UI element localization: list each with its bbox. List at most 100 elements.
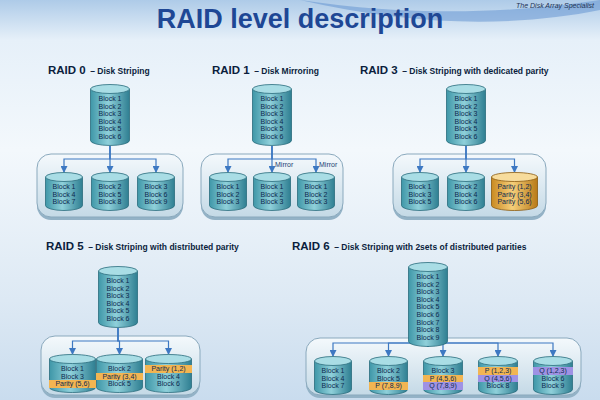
block-label: Parity (1,2) [145,365,192,373]
text-stack: Block 2Block 5P (7,8,9) [369,356,408,390]
block-label: Block 5 [401,198,439,206]
text-stack: Block 1Block 2Block 3Block 4Block 5Block… [98,266,138,323]
block-label: P (4,5,6) [423,375,463,383]
disk-cylinder: Block 1Block 2Block 3 [297,172,335,211]
block-label: Block 9 [533,382,573,390]
source-volume: Block 1Block 2Block 3Block 4Block 5Block… [446,84,486,146]
disk-cylinder: Q (1,2,3)Block 6Block 9 [533,356,573,395]
cylinder-body [99,271,138,327]
flow-connector [272,146,316,172]
block-label: Block 1 [253,183,291,191]
block-label: Block 2 [447,183,485,191]
block-label: Block 7 [408,319,448,327]
disk-cylinder: Block 2Block 5Block 8 [91,172,129,211]
text-stack: Block 1Block 2Block 3Block 4Block 5Block… [90,84,130,141]
raid-description: – Disk Striping with distributed parity [88,242,239,252]
cylinder-body [402,177,439,211]
cylinder-top [447,85,486,94]
raid-level: RAID 3 [360,64,398,76]
block-label: Block 3 [401,191,439,199]
raid-level: RAID 6 [292,240,330,252]
block-label: Block 4 [446,118,486,126]
block-label: Block 2 [96,365,143,373]
block-label: Block 2 [253,191,291,199]
cylinder-body [370,361,408,394]
block-label: Q (4,5,6) [478,375,518,383]
disk-cylinder: Block 1Block 4Block 7 [314,356,352,395]
text-stack: Block 1Block 2Block 3 [253,172,291,206]
flow-connector [466,146,515,172]
disk-cylinder: P (1,2,3)Q (4,5,6)Block 8 [478,356,518,395]
cylinder-body [254,177,291,211]
block-label: Block 1 [252,95,292,103]
block-label: Block 4 [45,191,83,199]
cylinder-top [253,85,292,94]
raid-level: RAID 5 [46,240,84,252]
block-label: Block 3 [49,373,96,381]
block-label: Block 6 [98,315,138,323]
raid-description: – Disk Striping with 2sets of distribute… [334,242,526,252]
disk-tray [306,338,581,395]
flow-connector [420,146,466,172]
block-label: Block 3 [297,198,335,206]
block-label: Block 4 [408,296,448,304]
block-label: Block 3 [446,110,486,118]
cylinder-top [99,267,138,276]
cylinder-body [447,89,486,145]
raid-description: – Disk Striping with dedicated parity [402,66,548,76]
text-stack: P (1,2,3)Q (4,5,6)Block 8 [478,356,518,390]
flow-connector [110,146,156,172]
block-label: Q (1,2,3) [533,367,573,375]
disk-cylinder: Block 2Parity (3,4)Block 5 [96,354,143,393]
block-label: Parity (3,4) [96,373,143,381]
source-volume: Block 1Block 2Block 3Block 4Block 5Block… [408,262,448,347]
block-label: Block 1 [408,273,448,281]
disk-cylinder: Block 2Block 5P (7,8,9) [369,356,408,395]
panel-heading: RAID 3 – Disk Striping with dedicated pa… [360,60,549,78]
block-label: Block 4 [145,373,192,381]
flow-connector [73,328,119,354]
disk-cylinder: Block 2Block 4Block 6 [447,172,485,211]
panel-heading: RAID 1 – Disk Mirroring [212,60,319,78]
source-volume: Block 1Block 2Block 3Block 4Block 5Block… [90,84,130,146]
cylinder-top [479,357,518,366]
cylinder-top [210,173,247,182]
block-label: Block 2 [446,103,486,111]
cylinder-body [146,359,192,393]
block-label: Block 8 [478,382,518,390]
block-label: Block 6 [447,198,485,206]
raid-level: RAID 0 [48,64,86,76]
block-label: Block 2 [209,191,247,199]
block-label: Block 1 [45,183,83,191]
block-label: Block 3 [137,183,175,191]
block-label: Q (7,8,9) [423,382,463,390]
disk-cylinder: Parity (1,2)Parity (3,4)Parity (5,6) [491,172,538,211]
disk-cylinder: Parity (1,2)Block 4Block 6 [145,354,192,393]
cylinder-body [92,177,129,211]
block-label: Block 2 [369,367,408,375]
block-label: Block 5 [369,375,408,383]
disk-cylinder: Block 3Block 6Block 9 [137,172,175,211]
text-stack: Block 1Block 2Block 3 [209,172,247,206]
block-label: Block 8 [408,326,448,334]
mirror-label: Mirror [319,161,337,169]
block-label: Parity (5,6) [49,380,96,388]
cylinder-top [298,173,335,182]
block-label: Block 2 [90,103,130,111]
cylinder-body [448,177,485,211]
text-stack: Parity (1,2)Block 4Block 6 [145,354,192,388]
block-label: Block 3 [423,367,463,375]
block-label: Block 5 [446,125,486,133]
cylinder-body [409,267,448,346]
block-label: Block 2 [297,191,335,199]
cylinder-top [92,173,129,182]
block-label: Block 1 [98,277,138,285]
cylinder-body [424,361,463,394]
text-stack: Block 2Parity (3,4)Block 5 [96,354,143,388]
cylinder-top [146,355,192,364]
panel-heading: RAID 5 – Disk Striping with distributed … [46,236,239,254]
block-label: Block 8 [91,198,129,206]
block-label: Block 4 [314,375,352,383]
cylinder-body [479,361,518,394]
block-label: Block 9 [137,198,175,206]
